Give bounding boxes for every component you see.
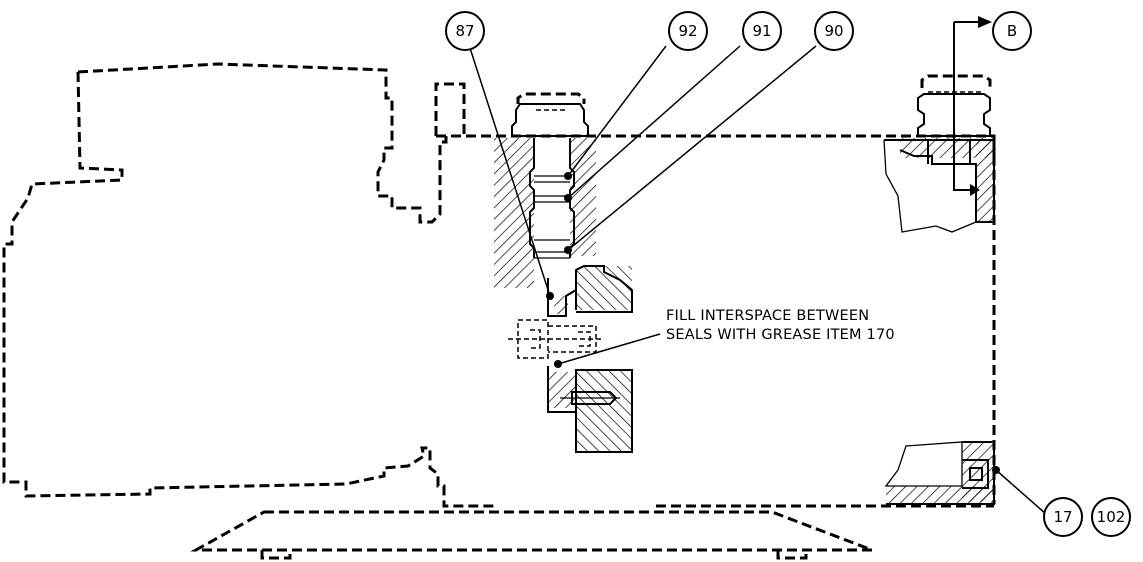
motor-terminal [434,82,466,136]
note-line-2: SEALS WITH GREASE ITEM 170 [666,327,895,343]
svg-text:102: 102 [1097,508,1126,526]
leader-lines [469,45,1047,515]
svg-text:90: 90 [824,22,843,40]
callout-17: 17 [1043,497,1083,537]
callout-102: 102 [1091,497,1131,537]
callout-b: B [992,11,1032,51]
right-lower-cutaway [884,441,995,505]
callout-87: 87 [445,11,485,51]
svg-text:17: 17 [1053,508,1072,526]
base-skid [190,510,873,552]
section-line-b [953,16,992,196]
note-line-1: FILL INTERSPACE BETWEEN [666,308,869,324]
right-plug [917,74,992,137]
svg-text:92: 92 [678,22,697,40]
grease-note: FILL INTERSPACE BETWEEN SEALS WITH GREAS… [666,308,895,343]
svg-text:87: 87 [455,22,474,40]
callout-90: 90 [814,11,854,51]
base-foot-left [260,550,292,560]
shaft-section [494,138,596,288]
svg-text:B: B [1007,22,1017,40]
svg-text:91: 91 [752,22,771,40]
top-plug [511,92,589,137]
hidden-plug [508,319,604,359]
base-foot-right [776,550,808,560]
seal-housing [547,265,633,453]
callout-92: 92 [668,11,708,51]
right-upper-cutaway [883,138,995,233]
motor-outline [2,62,496,508]
callout-91: 91 [742,11,782,51]
